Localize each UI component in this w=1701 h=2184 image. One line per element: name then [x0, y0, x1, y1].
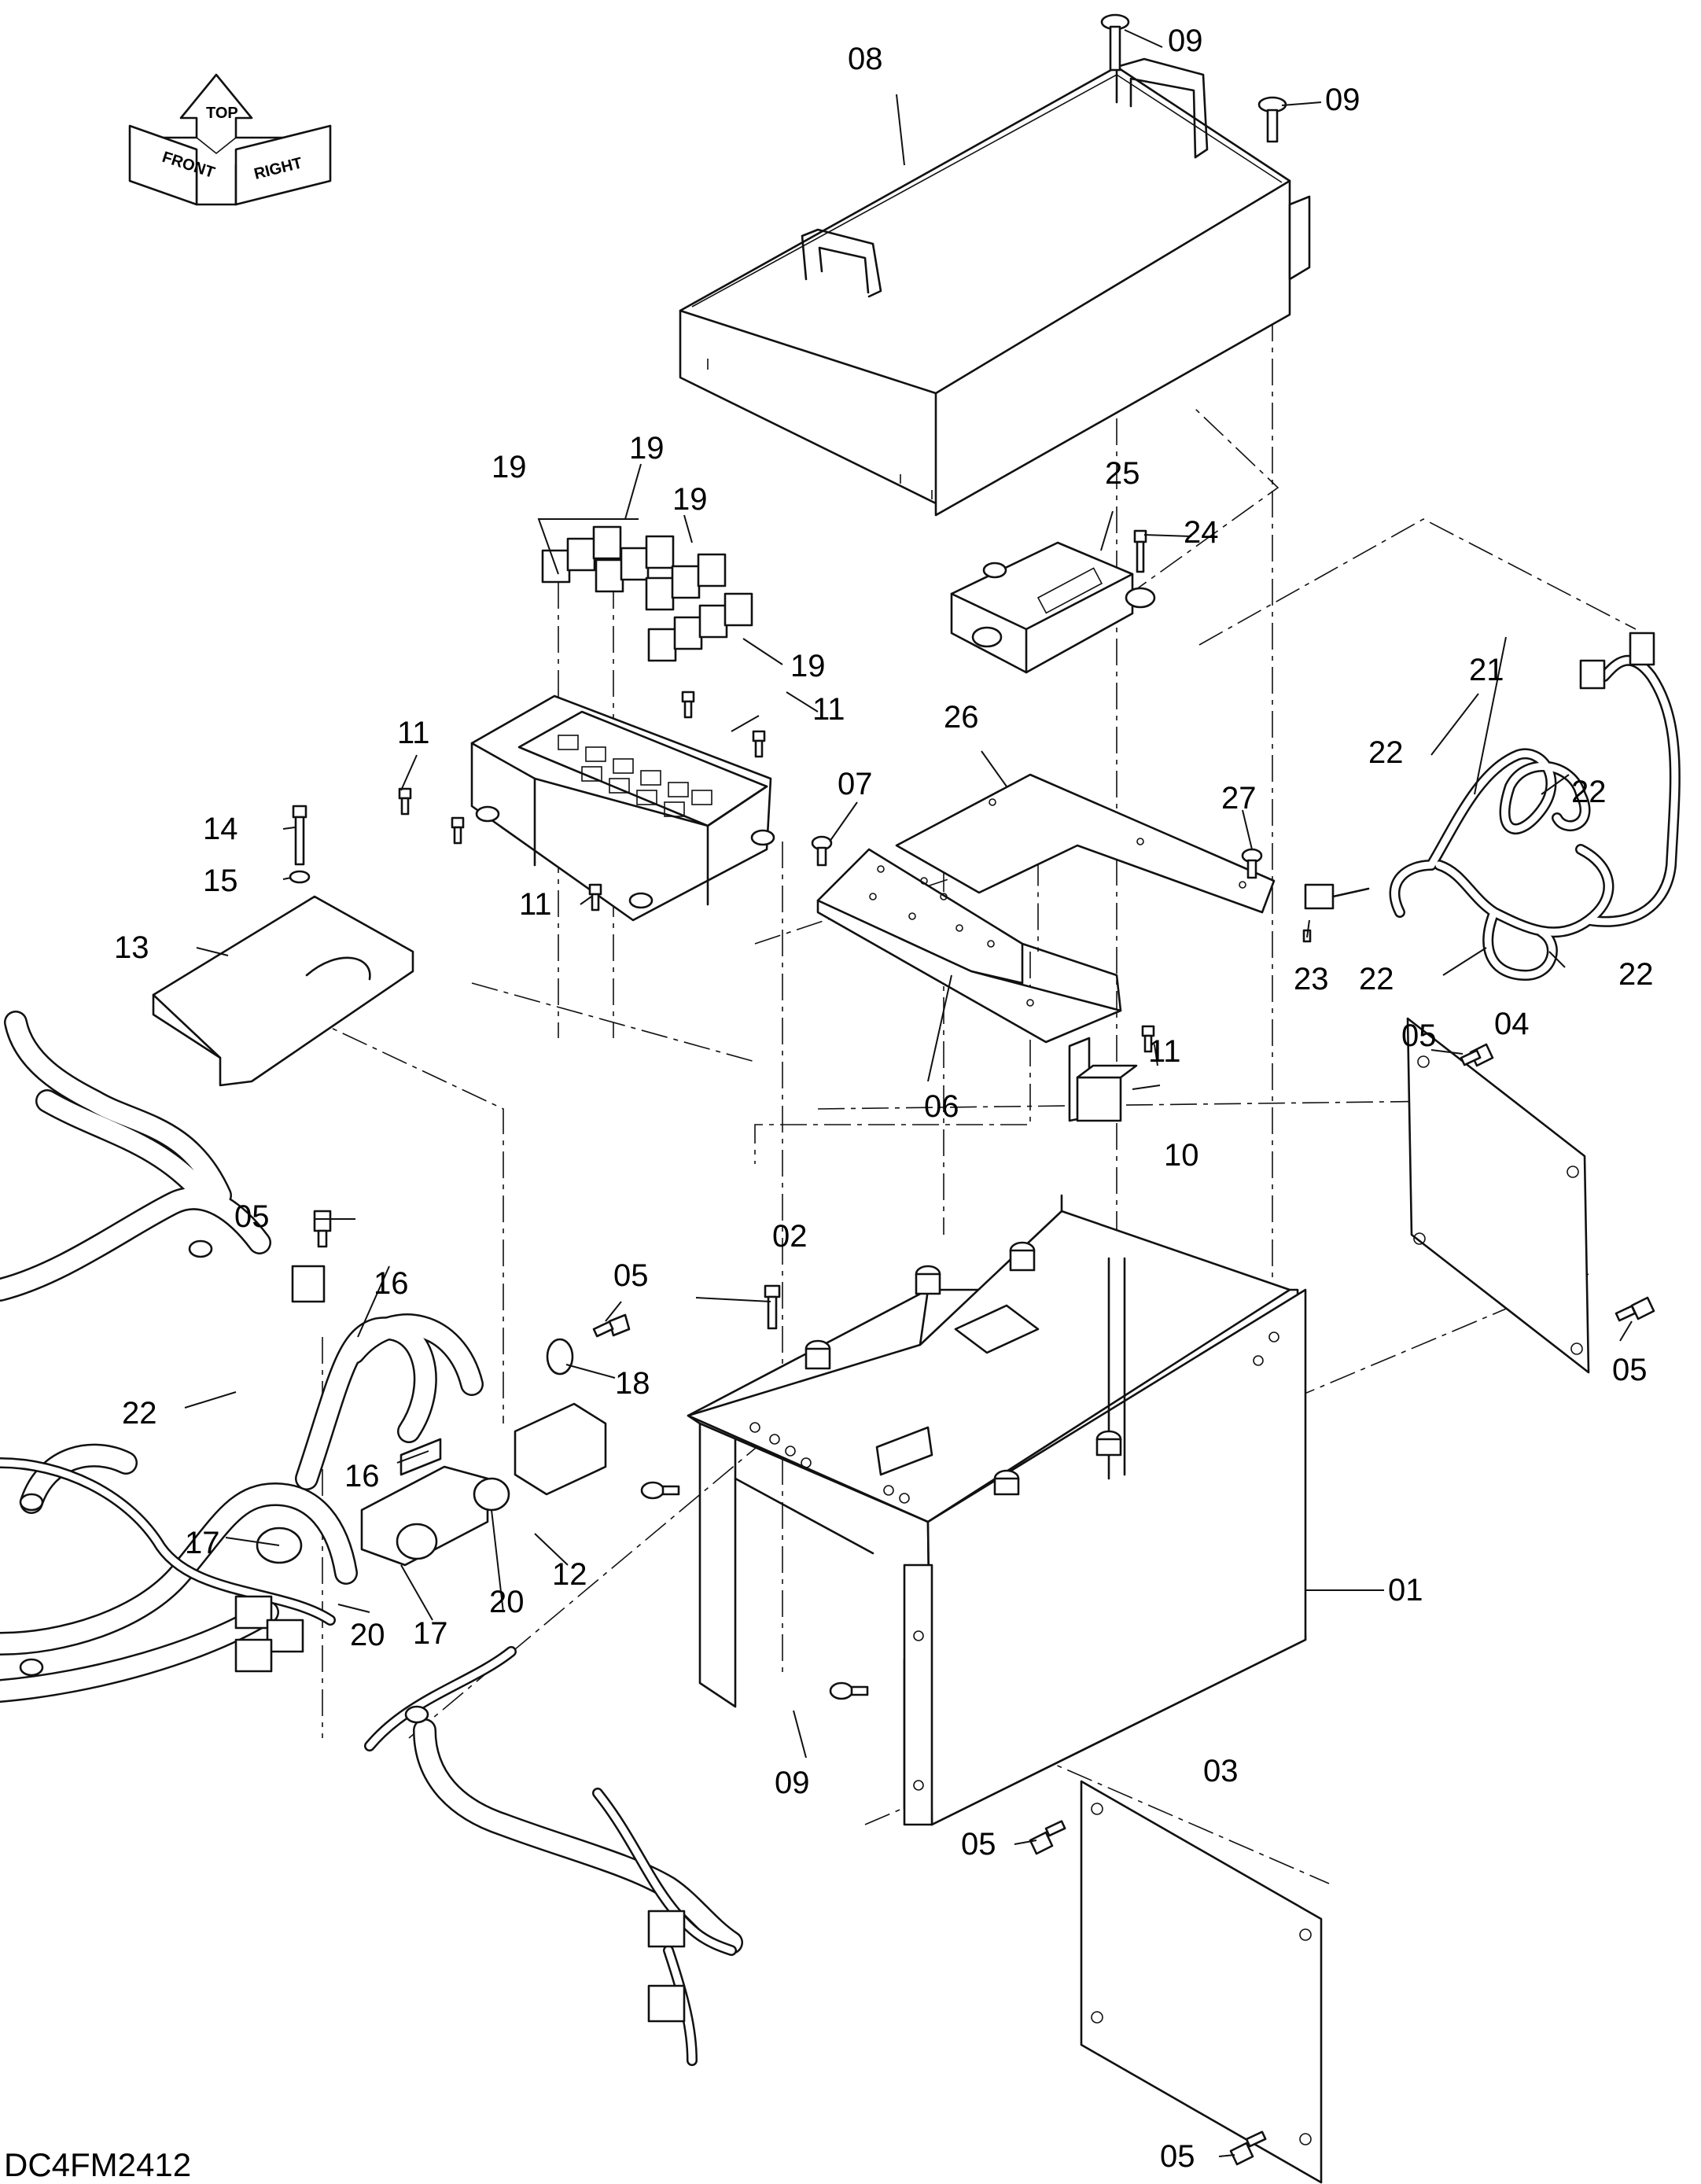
harness-left: [0, 1011, 743, 2066]
box-01: [687, 1194, 1307, 1826]
cover-08: [679, 57, 1311, 517]
callout-18: 18: [615, 1366, 650, 1401]
knob-09-top-right: [1257, 96, 1287, 143]
relays-19: [541, 525, 753, 662]
callout-05-e: 05: [234, 1199, 270, 1234]
orientation-symbol: FRONT TOP RIGHT: [128, 73, 332, 206]
callout-05-f: 05: [613, 1258, 649, 1293]
bracket-13: [152, 895, 414, 1087]
callout-24: 24: [1184, 515, 1219, 550]
callout-05-a: 05: [1401, 1018, 1437, 1053]
callout-09-c: 09: [775, 1766, 810, 1800]
callout-17-b: 17: [413, 1616, 448, 1651]
orientation-top-label: TOP: [206, 105, 238, 122]
callout-labels: 01 02 03 04 05 05 05 05 05 05 06 07 08 0…: [114, 24, 1654, 2174]
relay-block: [470, 694, 775, 922]
clamp-18: [546, 1338, 574, 1376]
bolt-24: [1133, 529, 1147, 573]
callout-22-a: 22: [1368, 735, 1404, 770]
knob-09-top-left: [1100, 13, 1130, 72]
harness-21: [1302, 632, 1681, 981]
callout-05-d: 05: [1160, 2139, 1195, 2174]
callout-17-a: 17: [185, 1526, 220, 1560]
callout-19-c: 19: [672, 482, 708, 517]
callout-10: 10: [1164, 1138, 1199, 1173]
bolt-07: [811, 835, 833, 867]
callout-13: 13: [114, 930, 149, 965]
callout-11-c: 11: [812, 692, 845, 727]
callout-25: 25: [1105, 456, 1140, 491]
callout-05-c: 05: [961, 1827, 996, 1862]
plate-26: [895, 773, 1276, 914]
callout-06: 06: [924, 1089, 959, 1124]
knobs-09-side: [640, 1481, 869, 1700]
bolt-02: [764, 1284, 781, 1330]
bolts-11: [398, 691, 1155, 1053]
relay-10: [1068, 1037, 1138, 1122]
callout-22-b: 22: [1571, 775, 1607, 809]
plate-04: [1406, 1017, 1590, 1374]
callout-05-b: 05: [1612, 1353, 1648, 1387]
hose-clamp-16: [295, 1313, 484, 1490]
callout-09-a: 09: [1168, 24, 1203, 58]
callout-27: 27: [1221, 781, 1257, 816]
callout-07: 07: [838, 767, 873, 801]
callout-12: 12: [552, 1557, 587, 1592]
bolts-05: [313, 1043, 1655, 2166]
plate-03: [1080, 1780, 1323, 2184]
callout-19-a: 19: [492, 450, 527, 484]
callout-19-b: 19: [629, 431, 665, 466]
callout-26: 26: [944, 700, 979, 735]
callout-19-d: 19: [790, 649, 826, 683]
callout-15: 15: [203, 864, 238, 898]
callout-20-a: 20: [489, 1585, 525, 1619]
callout-23: 23: [1294, 962, 1329, 996]
box-12: [360, 1402, 607, 1567]
callout-16-a: 16: [374, 1266, 409, 1301]
bolt-14: [292, 805, 307, 866]
callout-11-a: 11: [1148, 1034, 1181, 1069]
callout-02: 02: [772, 1219, 808, 1254]
callout-22-e: 22: [122, 1396, 157, 1431]
drawing-code: DC4FM2412: [4, 2146, 191, 2183]
bracket-06: [816, 848, 1122, 1044]
callout-11-b: 11: [397, 716, 430, 750]
callout-08: 08: [848, 42, 883, 76]
callout-20-b: 20: [350, 1618, 385, 1652]
callout-14: 14: [203, 812, 238, 846]
callout-16-b: 16: [344, 1459, 380, 1493]
callout-22-d: 22: [1618, 957, 1654, 992]
controller-25: [950, 541, 1156, 674]
callout-22-c: 22: [1359, 962, 1394, 996]
callout-11-d: 11: [519, 887, 552, 922]
callout-04: 04: [1494, 1007, 1530, 1041]
washer-15: [289, 870, 311, 884]
leader-lines: [184, 29, 1633, 2157]
callout-21: 21: [1469, 653, 1504, 687]
callout-09-b: 09: [1325, 83, 1360, 117]
callout-01: 01: [1388, 1573, 1423, 1608]
callout-03: 03: [1203, 1754, 1239, 1788]
